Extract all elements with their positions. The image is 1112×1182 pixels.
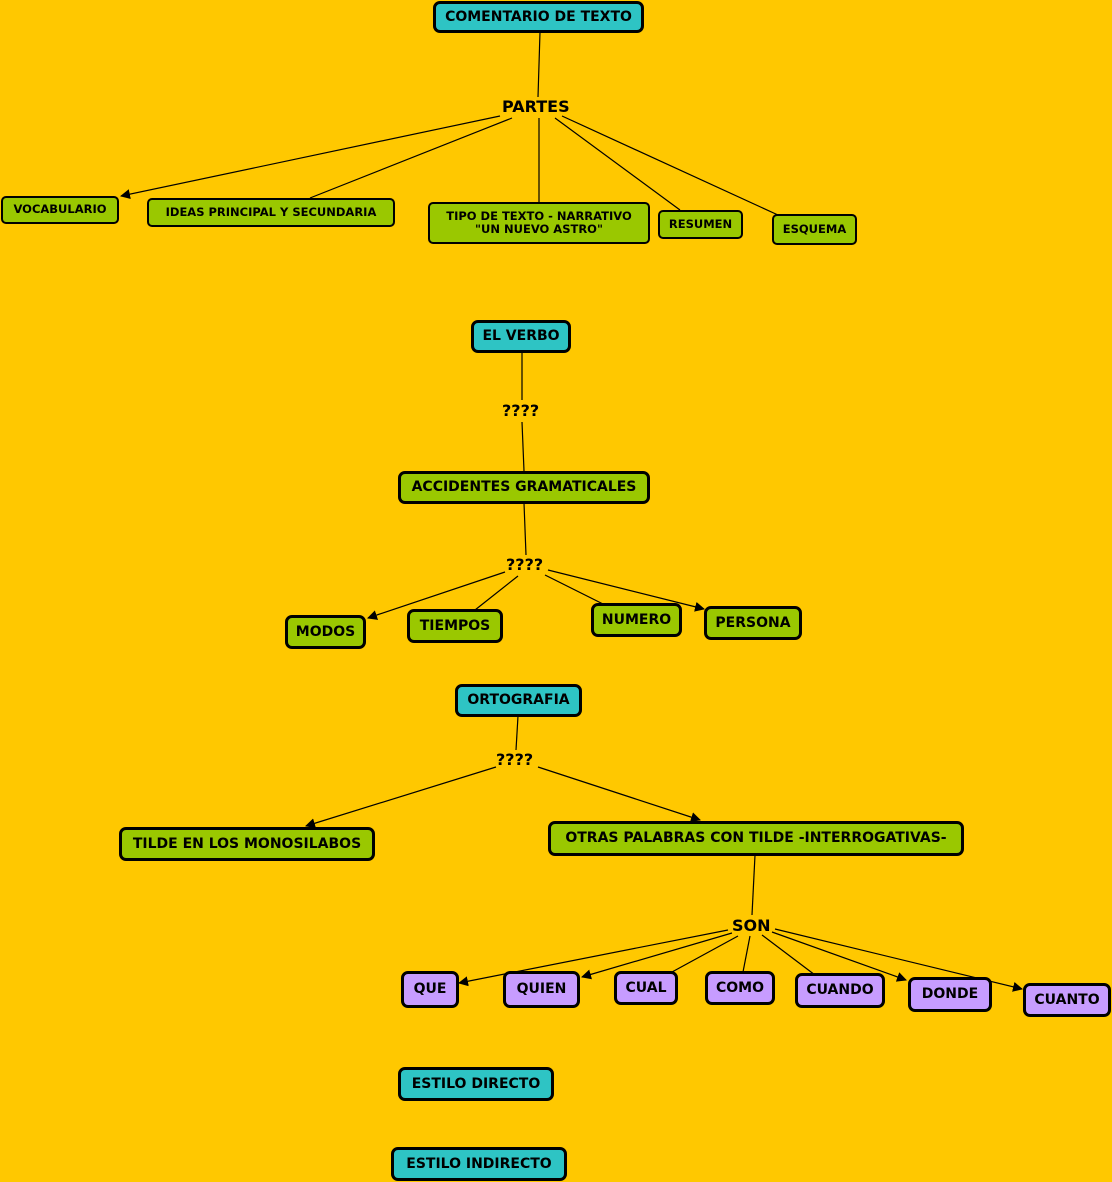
edge-son-donde <box>771 931 907 982</box>
node-comentario-de-texto[interactable]: COMENTARIO DE TEXTO <box>433 1 644 33</box>
node-que[interactable]: QUE <box>401 971 459 1008</box>
node-label: QUE <box>413 981 447 998</box>
node-numero[interactable]: NUMERO <box>591 603 682 637</box>
edge-son-cual <box>671 935 739 973</box>
node-label: NUMERO <box>601 611 672 628</box>
node-label: DONDE <box>921 986 979 1003</box>
node-esquema[interactable]: ESQUEMA <box>772 214 857 245</box>
node-accidentes-gramaticales[interactable]: ACCIDENTES GRAMATICALES <box>398 471 650 504</box>
node-label-line2: "UN NUEVO ASTRO" <box>475 222 603 236</box>
edge-partes-ideas <box>309 117 513 199</box>
edge-partes-resumen <box>554 117 681 211</box>
node-label-line1: TIPO DE TEXTO - NARRATIVO <box>446 208 632 223</box>
node-tiempos[interactable]: TIEMPOS <box>407 609 503 643</box>
node-estilo-directo[interactable]: ESTILO DIRECTO <box>398 1067 554 1101</box>
edge-son-quien <box>581 932 733 980</box>
node-label: TILDE EN LOS MONOSILABOS <box>132 835 362 852</box>
node-quien[interactable]: QUIEN <box>503 971 580 1008</box>
edge-accidentes-q2 <box>523 502 527 556</box>
edge-partes-vocabulario <box>120 115 501 200</box>
link-label-son: SON <box>732 916 771 935</box>
node-label: ACCIDENTES GRAMATICALES <box>411 479 637 496</box>
node-el-verbo[interactable]: EL VERBO <box>471 320 571 353</box>
edge-q1-accidentes <box>521 421 525 472</box>
edge-q2-modos <box>367 571 506 620</box>
node-label: ESTILO DIRECTO <box>411 1075 541 1092</box>
node-label: CUANTO <box>1034 991 1100 1008</box>
link-label-partes: PARTES <box>502 97 570 116</box>
node-resumen[interactable]: RESUMEN <box>658 210 743 239</box>
edge-q2-numero <box>544 574 604 605</box>
node-label: PERSONA <box>715 614 791 631</box>
node-label: ESTILO INDIRECTO <box>406 1155 552 1172</box>
node-label: IDEAS PRINCIPAL Y SECUNDARIA <box>165 204 377 219</box>
edge-son-que <box>458 929 729 987</box>
node-cual[interactable]: CUAL <box>614 971 678 1005</box>
node-label: RESUMEN <box>668 216 733 231</box>
node-cuando[interactable]: CUANDO <box>795 973 885 1008</box>
node-tipo-de-texto[interactable]: TIPO DE TEXTO - NARRATIVO "UN NUEVO ASTR… <box>428 202 650 244</box>
node-cuanto[interactable]: CUANTO <box>1023 983 1111 1017</box>
edge-partes-esquema <box>561 115 779 216</box>
node-label: EL VERBO <box>482 328 560 345</box>
node-label: VOCABULARIO <box>13 202 107 217</box>
node-ortografia[interactable]: ORTOGRAFIA <box>455 684 582 717</box>
node-label: MODOS <box>295 623 356 640</box>
node-modos[interactable]: MODOS <box>285 615 366 649</box>
node-ideas-principal-y-secundaria[interactable]: IDEAS PRINCIPAL Y SECUNDARIA <box>147 198 395 227</box>
node-label: CUAL <box>625 979 667 996</box>
node-label: TIEMPOS <box>419 617 491 634</box>
link-label-verbo-2: ???? <box>506 555 544 574</box>
edge-q2-tiempos <box>474 575 519 611</box>
node-label: COMO <box>715 979 764 996</box>
edge-q2-persona <box>547 569 705 612</box>
node-otras-palabras-con-tilde[interactable]: OTRAS PALABRAS CON TILDE -INTERROGATIVAS… <box>548 821 964 856</box>
node-label: COMENTARIO DE TEXTO <box>445 8 632 25</box>
node-label: ORTOGRAFIA <box>467 692 570 709</box>
node-estilo-indirecto[interactable]: ESTILO INDIRECTO <box>391 1147 567 1181</box>
edge-comentario-partes <box>537 31 541 98</box>
node-label: ESQUEMA <box>782 221 847 236</box>
node-vocabulario[interactable]: VOCABULARIO <box>1 196 119 224</box>
link-label-ortografia: ???? <box>496 750 534 769</box>
node-tilde-en-los-monosilabos[interactable]: TILDE EN LOS MONOSILABOS <box>119 827 375 861</box>
edge-q-tilde <box>305 766 497 829</box>
node-como[interactable]: COMO <box>705 971 775 1005</box>
node-persona[interactable]: PERSONA <box>704 606 802 640</box>
link-label-verbo-1: ???? <box>502 401 540 420</box>
edge-q-otras <box>537 766 701 822</box>
edge-otras-son <box>751 854 756 916</box>
node-label: QUIEN <box>516 981 567 998</box>
node-donde[interactable]: DONDE <box>908 977 992 1012</box>
edge-son-como <box>742 935 751 973</box>
edge-son-cuando <box>761 934 816 976</box>
node-label: OTRAS PALABRAS CON TILDE -INTERROGATIVAS… <box>565 830 947 847</box>
node-label: CUANDO <box>806 982 874 999</box>
edge-ortografia-q <box>515 715 519 751</box>
